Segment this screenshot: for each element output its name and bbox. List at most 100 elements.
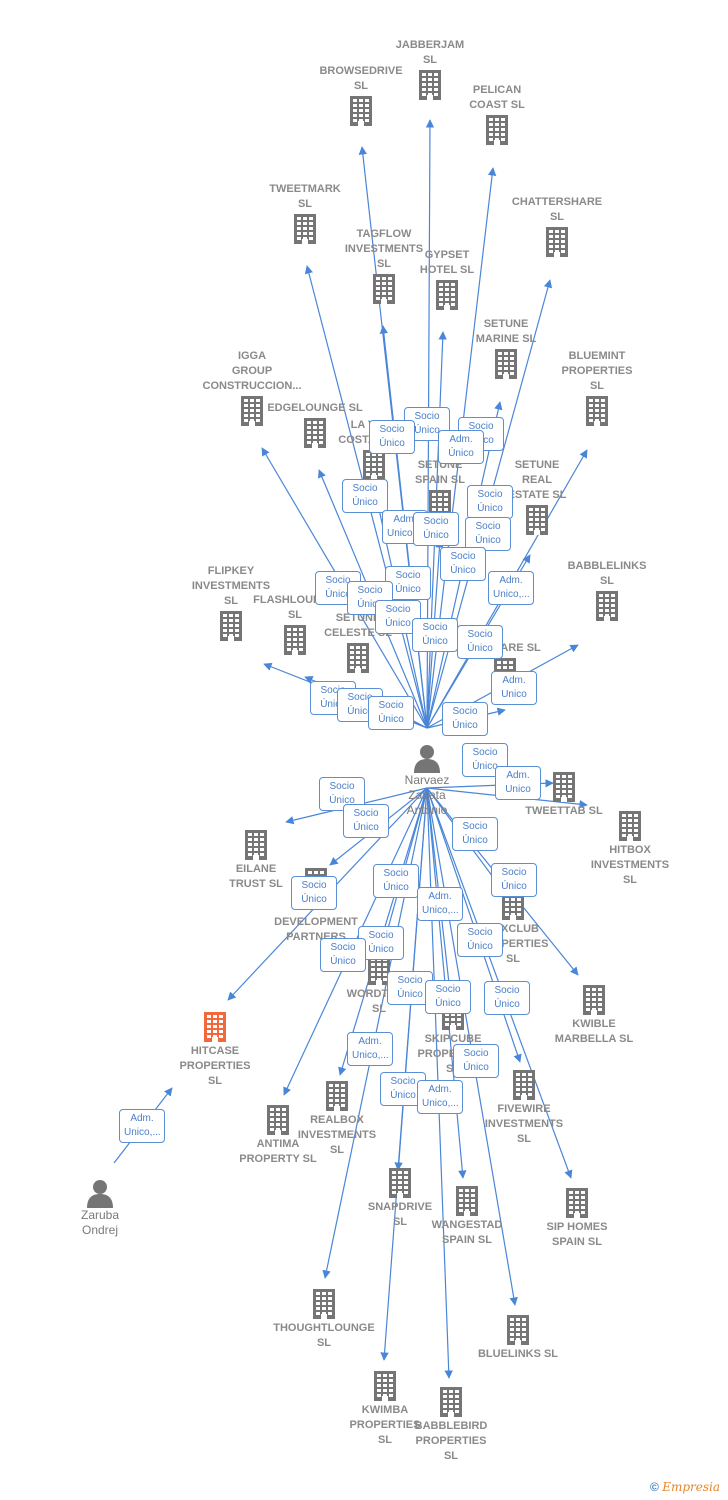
company-setuneceleste[interactable]: SETUNE CELESTE SL [298, 611, 418, 675]
company-chattershare[interactable]: CHATTERSHARE SL [497, 195, 617, 259]
relation-badge[interactable]: Socio Único [375, 600, 421, 634]
company-setunespain[interactable]: SETUNE SPAIN SL [380, 458, 500, 522]
company-label: TAGFLOW INVESTMENTS SL [344, 228, 424, 270]
company-kwible[interactable]: KWIBLE MARBELLA SL [534, 983, 654, 1047]
company-thoughtlounge[interactable]: THOUGHTLOUNGE SL [264, 1287, 384, 1351]
building-icon [255, 416, 375, 450]
company-label: BROWSEDRIVE SL [319, 65, 403, 92]
building-icon [437, 113, 557, 147]
company-jabberjam[interactable]: JABBERJAM SL [370, 38, 490, 102]
building-icon [298, 641, 418, 675]
company-babblebird[interactable]: BABBLEBIRD PROPERTIES SL [391, 1385, 511, 1464]
company-flipkey[interactable]: FLIPKEY INVESTMENTS SL [171, 564, 291, 643]
company-label: EDGELOUNGE SL [267, 402, 363, 414]
company-siphomes[interactable]: SIP HOMES SPAIN SL [517, 1186, 637, 1250]
company-flashlounge[interactable]: FLASHLOUNGE SL [235, 593, 355, 657]
company-bluelinks[interactable]: BLUELINKS SL [458, 1313, 578, 1362]
building-icon [464, 1068, 584, 1102]
person-zaruba[interactable]: Zaruba Ondrej [40, 1178, 160, 1238]
relation-badge[interactable]: Socio Único [368, 696, 414, 730]
relation-badge[interactable]: Socio Único [413, 512, 459, 546]
company-label: PELICAN COAST SL [469, 84, 525, 111]
relation-badge[interactable]: Adm. Unico,... [347, 1032, 393, 1066]
building-icon [407, 1184, 527, 1218]
relation-badge[interactable]: Socio Único [319, 777, 365, 811]
person-icon [367, 743, 487, 773]
relation-badge[interactable]: Socio Único [484, 981, 530, 1015]
building-icon [534, 983, 654, 1017]
building-icon [264, 1287, 384, 1321]
person-label: Narvaez Zapata Antonio [404, 773, 450, 817]
company-antima[interactable]: ANTIMA PROPERTY SL [218, 1103, 338, 1167]
building-icon [245, 212, 365, 246]
company-tweetmark[interactable]: TWEETMARK SL [245, 182, 365, 246]
company-pelican[interactable]: PELICAN COAST SL [437, 83, 557, 147]
relation-badge[interactable]: Socio Único [457, 923, 503, 957]
company-label: SETUNE SPAIN SL [415, 459, 465, 486]
relation-badge[interactable]: Socio Único [373, 864, 419, 898]
building-icon [218, 1103, 338, 1137]
company-bluemint[interactable]: BLUEMINT PROPERTIES SL [537, 349, 657, 428]
building-icon [192, 394, 312, 428]
company-gypset[interactable]: GYPSET HOTEL SL [387, 248, 507, 312]
company-hitbox[interactable]: HITBOX INVESTMENTS SL [570, 809, 690, 888]
company-hitcase[interactable]: HITCASE PROPERTIES SL [155, 1010, 275, 1089]
relation-badge[interactable]: Socio Único [491, 863, 537, 897]
building-icon [324, 272, 444, 306]
relation-badge-zaruba[interactable]: Adm. Unico,... [119, 1109, 165, 1143]
company-fivewire[interactable]: FIVEWIRE INVESTMENTS SL [464, 1068, 584, 1147]
company-setunemarine[interactable]: SETUNE MARINE SL [446, 317, 566, 381]
company-kwimba[interactable]: KWIMBA PROPERTIES SL [325, 1369, 445, 1448]
relation-badge[interactable]: Socio Único [291, 876, 337, 910]
company-browsedrive[interactable]: BROWSEDRIVE SL [301, 64, 421, 128]
person-icon [40, 1178, 160, 1208]
company-label: REALBOX INVESTMENTS SL [297, 1114, 377, 1156]
relation-badge[interactable]: Adm. Unico,... [417, 887, 463, 921]
company-wangestad[interactable]: WANGESTAD SPAIN SL [407, 1184, 527, 1248]
company-igga[interactable]: IGGA GROUP CONSTRUCCION... [192, 349, 312, 428]
building-icon [387, 278, 507, 312]
relation-badge[interactable]: Adm. Unico [491, 671, 537, 705]
company-label: BABBLEBIRD PROPERTIES SL [414, 1420, 488, 1462]
relation-badge[interactable]: Socio Único [320, 938, 366, 972]
company-babblelinks[interactable]: BABBLELINKS SL [547, 559, 667, 623]
company-eilane[interactable]: EILANE TRUST SL [196, 828, 316, 892]
company-label: SNAPDRIVE SL [367, 1201, 433, 1228]
relation-badge[interactable]: Adm. Unico,... [417, 1080, 463, 1114]
building-icon [325, 1369, 445, 1403]
building-icon [458, 1313, 578, 1347]
relation-badge[interactable]: Adm. Unico,... [488, 571, 534, 605]
building-icon [301, 94, 421, 128]
building-icon [453, 888, 573, 922]
building-icon [446, 347, 566, 381]
company-realbox[interactable]: REALBOX INVESTMENTS SL [277, 1079, 397, 1158]
building-icon [235, 623, 355, 657]
relation-badge[interactable]: Adm. Único [438, 430, 484, 464]
relation-badge[interactable]: Socio Único [453, 1044, 499, 1078]
person-narvaez[interactable]: Narvaez Zapata Antonio [367, 743, 487, 818]
relation-badge[interactable]: Socio Único [440, 547, 486, 581]
relation-badge[interactable]: Socio Único [457, 625, 503, 659]
relation-badge[interactable]: Adm. Unico [495, 766, 541, 800]
relation-badge[interactable]: Socio Único [442, 702, 488, 736]
relation-badge[interactable]: Socio Único [412, 618, 458, 652]
relation-badge[interactable]: Socio Único [343, 804, 389, 838]
person-label: Zaruba Ondrej [80, 1208, 120, 1237]
company-label: WANGESTAD SPAIN SL [431, 1219, 503, 1246]
company-tweettab[interactable]: TWEETTAB SL [504, 770, 624, 819]
building-icon [314, 448, 434, 482]
company-edgelounge[interactable]: EDGELOUNGE SL [255, 401, 375, 450]
relation-badge[interactable]: Socio Único [465, 517, 511, 551]
relation-badge[interactable]: Socio Único [467, 485, 513, 519]
company-setunereal[interactable]: SETUNE REAL ESTATE SL [477, 458, 597, 537]
relation-badge[interactable]: Socio Único [462, 743, 508, 777]
company-snapdrive[interactable]: SNAPDRIVE SL [340, 1166, 460, 1230]
company-label: KWIBLE MARBELLA SL [554, 1018, 634, 1045]
relation-badge[interactable]: Socio Único [342, 479, 388, 513]
relation-badge[interactable]: Socio Único [452, 817, 498, 851]
relation-badge[interactable]: Socio Único [425, 980, 471, 1014]
company-label: FLIPKEY INVESTMENTS SL [191, 565, 271, 607]
relation-badge[interactable]: Socio Único [369, 420, 415, 454]
company-tagflow[interactable]: TAGFLOW INVESTMENTS SL [324, 227, 444, 306]
brand-logo: Empresia [662, 1480, 720, 1494]
